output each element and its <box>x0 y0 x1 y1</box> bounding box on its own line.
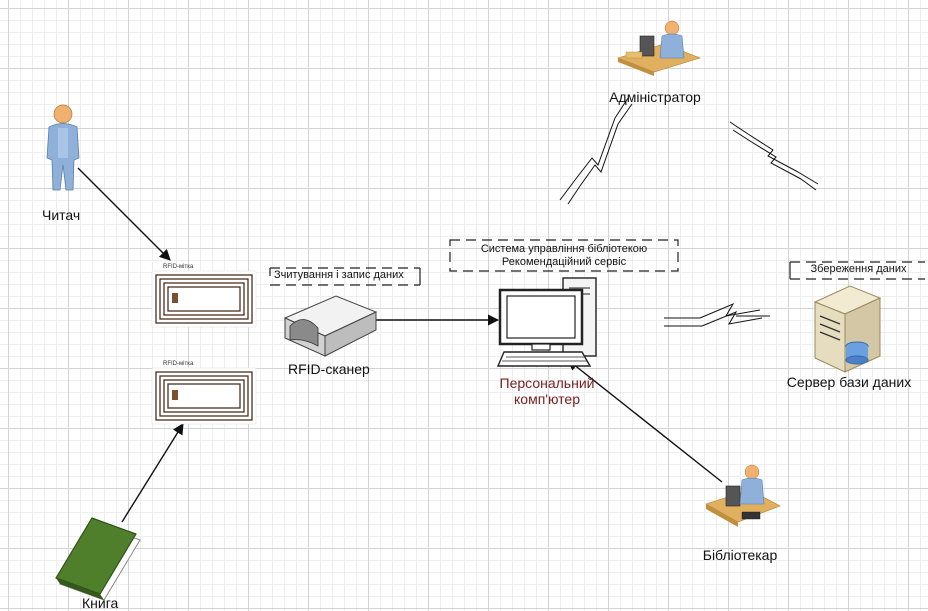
admin-pc-wireless-link <box>559 97 633 205</box>
admin-server-wireless-link <box>729 121 819 191</box>
rfid-scanner-icon <box>283 295 378 357</box>
reader-to-tag-arrow <box>77 167 171 261</box>
rfid-tag-1-label: RFID-мітка <box>163 264 194 270</box>
rfid-tag-1-icon <box>151 270 257 328</box>
pc-label-line2: комп'ютер <box>514 391 580 407</box>
software-note-line1: Система управління бібліотекою <box>480 243 648 255</box>
book-label: Книга <box>82 595 119 611</box>
rfid-tag-2-icon <box>151 367 257 425</box>
database-server-icon <box>813 285 882 373</box>
admin-workstation-icon <box>617 20 701 76</box>
pc-label-line1: Персональний <box>499 375 595 391</box>
db-note-text: Збереження даних <box>810 263 907 275</box>
reader-label: Читач <box>42 207 81 223</box>
librarian-workstation-icon <box>705 464 781 527</box>
reader-person-icon <box>46 104 80 191</box>
librarian-to-pc-arrow <box>567 359 723 483</box>
admin-label: Адміністратор <box>609 89 701 105</box>
scanner-note-box <box>269 267 421 286</box>
software-note-line2: Рекомендаційний сервіс <box>501 256 627 268</box>
scanner-note-text: Зчитування і запис даних <box>274 269 404 281</box>
rfid-tag-2-label: RFID-мітка <box>163 361 194 367</box>
pc-server-wireless-link <box>664 302 770 327</box>
scanner-label: RFID-сканер <box>288 361 370 377</box>
db-server-label: Сервер бази даних <box>786 374 912 390</box>
personal-computer-icon <box>496 277 597 367</box>
db-note-box <box>789 261 925 280</box>
librarian-label: Бібліотекар <box>702 547 778 563</box>
software-note-box <box>449 239 679 272</box>
book-icon <box>55 517 141 601</box>
book-to-tag-arrow <box>121 423 184 523</box>
